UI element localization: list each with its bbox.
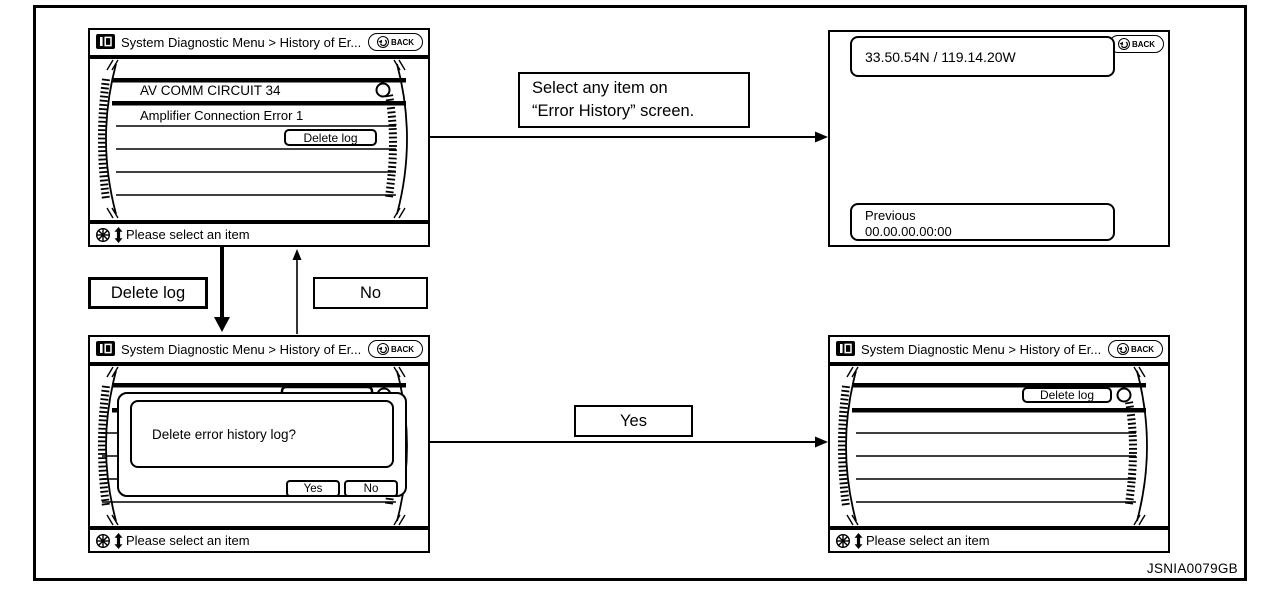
back-button[interactable]: BACK bbox=[1108, 340, 1163, 358]
info-icon bbox=[836, 341, 855, 356]
return-arrow-icon bbox=[376, 343, 389, 355]
dialog-message-box: Delete error history log? bbox=[130, 400, 394, 468]
previous-box: Previous 00.00.00.00:00 bbox=[850, 203, 1115, 241]
joystick-globe-icon bbox=[835, 533, 851, 548]
delete-log-button[interactable]: Delete log bbox=[1022, 387, 1112, 403]
back-button[interactable]: BACK bbox=[368, 33, 423, 51]
back-button[interactable]: BACK bbox=[368, 340, 423, 358]
rotary-knob-icon bbox=[1116, 387, 1132, 403]
figure-code: JSNIA0079GB bbox=[1146, 561, 1238, 576]
no-button[interactable]: No bbox=[344, 480, 398, 497]
screen-title: System Diagnostic Menu > History of Er..… bbox=[121, 342, 362, 357]
screen-delete-confirm: System Diagnostic Menu > History of Er..… bbox=[88, 335, 430, 553]
list-item-error: Amplifier Connection Error 1 bbox=[140, 108, 304, 123]
up-down-arrow-icon bbox=[854, 532, 863, 549]
list-area: Delete log bbox=[830, 366, 1168, 526]
delete-log-button[interactable]: Delete log bbox=[284, 129, 377, 146]
status-text: Please select an item bbox=[866, 533, 990, 548]
previous-label: Previous bbox=[865, 208, 916, 223]
up-down-arrow-icon bbox=[114, 226, 123, 243]
screen-title: System Diagnostic Menu > History of Er..… bbox=[121, 35, 362, 50]
list-area: Delete error history log? Yes No bbox=[90, 366, 428, 526]
joystick-globe-icon bbox=[95, 227, 111, 242]
screen-error-detail: System Diagnostic Menu > History of Er..… bbox=[88, 28, 430, 247]
back-button[interactable]: BACK bbox=[1109, 35, 1164, 53]
screen-bezel-decoration bbox=[838, 366, 1148, 526]
coordinates-box: 33.50.54N / 119.14.20W bbox=[850, 36, 1115, 77]
statusbar: Please select an item bbox=[90, 526, 428, 551]
screen-title: System Diagnostic Menu > History of Er..… bbox=[861, 342, 1102, 357]
statusbar: Please select an item bbox=[90, 220, 428, 245]
coordinates-value: 33.50.54N / 119.14.20W bbox=[865, 48, 1016, 65]
annotation-no: No bbox=[313, 277, 428, 309]
delete-confirm-dialog: Delete error history log? Yes No bbox=[117, 392, 407, 497]
annotation-select-any-item: Select any item on “Error History” scree… bbox=[518, 72, 750, 128]
titlebar: System Diagnostic Menu > History of Er..… bbox=[90, 30, 428, 59]
dialog-message: Delete error history log? bbox=[152, 426, 297, 442]
titlebar: System Diagnostic Menu > History of Er..… bbox=[90, 337, 428, 366]
info-icon bbox=[96, 34, 115, 49]
screen-error-history: System Diagnostic Menu > History of Er..… bbox=[828, 335, 1170, 553]
return-arrow-icon bbox=[1117, 38, 1130, 50]
list-area: AV COMM CIRCUIT 34 Amplifier Connection … bbox=[90, 59, 428, 220]
rotary-knob-icon bbox=[375, 82, 391, 98]
annotation-yes: Yes bbox=[574, 405, 693, 437]
diagram-border-frame bbox=[33, 5, 1247, 581]
info-icon bbox=[96, 341, 115, 356]
list-item-selected[interactable]: AV COMM CIRCUIT 34 bbox=[140, 83, 281, 98]
up-down-arrow-icon bbox=[114, 532, 123, 549]
previous-value: 00.00.00.00:00 bbox=[865, 224, 952, 239]
status-text: Please select an item bbox=[126, 227, 250, 242]
annotation-delete-log: Delete log bbox=[88, 277, 208, 309]
screen-bezel-decoration bbox=[98, 59, 408, 219]
titlebar: System Diagnostic Menu > History of Er..… bbox=[830, 337, 1168, 366]
screen-position-info: BACK 33.50.54N / 119.14.20W Previous 00.… bbox=[828, 30, 1170, 247]
return-arrow-icon bbox=[376, 36, 389, 48]
joystick-globe-icon bbox=[95, 533, 111, 548]
statusbar: Please select an item bbox=[830, 526, 1168, 551]
status-text: Please select an item bbox=[126, 533, 250, 548]
yes-button[interactable]: Yes bbox=[286, 480, 340, 497]
return-arrow-icon bbox=[1116, 343, 1129, 355]
